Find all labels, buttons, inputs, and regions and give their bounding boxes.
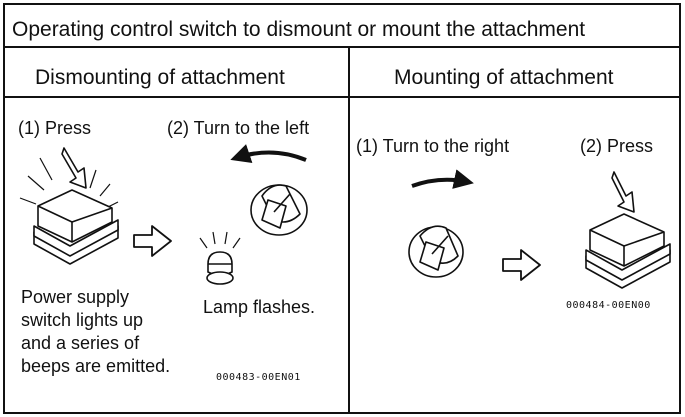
dismount-step-press: (1) Press xyxy=(18,118,92,138)
rotary-knob-icon xyxy=(408,225,464,278)
turn-left-arrow-icon xyxy=(230,144,307,164)
right-arrow-icon xyxy=(133,225,172,257)
power-switch-icon xyxy=(33,189,119,265)
heading-divider xyxy=(3,96,681,98)
mount-step-press: (2) Press xyxy=(580,136,654,156)
power-note-line-4: beeps are emitted. xyxy=(21,356,171,376)
mount-step-turn-right: (1) Turn to the right xyxy=(356,136,510,156)
power-switch-icon xyxy=(585,213,671,289)
turn-right-arrow-icon xyxy=(411,169,474,189)
press-down-arrow-icon xyxy=(61,147,87,189)
lamp-flashes-note: Lamp flashes. xyxy=(203,297,316,317)
power-note-line-1: Power supply xyxy=(21,287,130,307)
power-note-line-3: and a series of xyxy=(21,333,140,353)
dismount-heading: Dismounting of attachment xyxy=(35,66,285,89)
mount-figure-code: 000484-00EN00 xyxy=(566,300,651,311)
dismount-step-turn-left: (2) Turn to the left xyxy=(167,118,310,138)
dismount-figure-code: 000483-00EN01 xyxy=(216,372,301,383)
column-divider xyxy=(348,46,350,414)
rotary-knob-icon xyxy=(250,184,308,236)
mount-heading: Mounting of attachment xyxy=(394,66,614,89)
press-down-arrow-icon xyxy=(611,171,635,213)
right-arrow-icon xyxy=(502,249,541,281)
power-note-line-2: switch lights up xyxy=(21,310,144,330)
diagram-frame xyxy=(3,3,681,414)
lamp-rays-icon xyxy=(199,231,241,249)
diagram-title: Operating control switch to dismount or … xyxy=(12,18,586,41)
title-divider xyxy=(3,46,681,48)
lamp-icon xyxy=(206,251,234,285)
